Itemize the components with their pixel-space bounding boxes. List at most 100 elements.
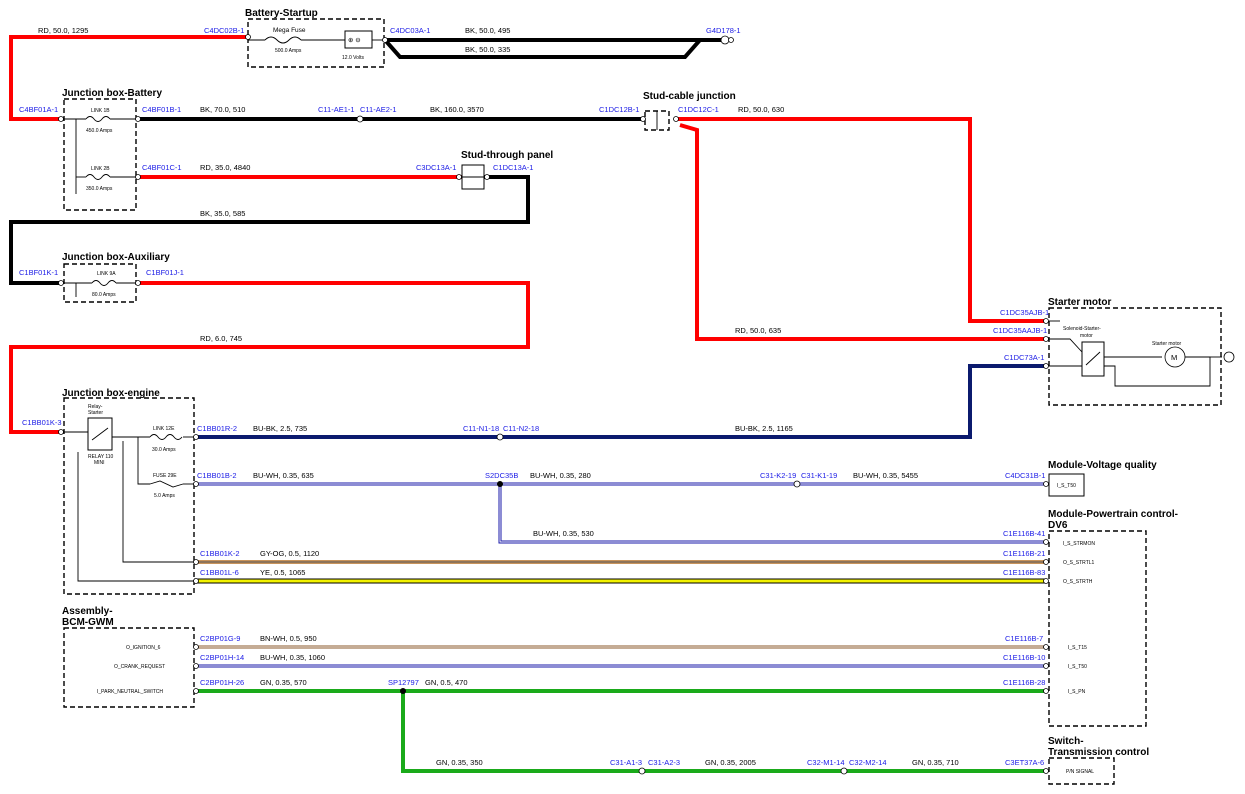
svg-text:C2BP01H-26: C2BP01H-26 [200, 678, 244, 687]
assembly-bcm-gwm[interactable]: Assembly- BCM-GWM O_IGNITION_6 O_CRANK_R… [62, 606, 195, 708]
link-1b-icon [85, 116, 111, 122]
wire-bu-wh-group [194, 482, 1046, 668]
svg-text:C1DC13A-1: C1DC13A-1 [493, 163, 533, 172]
svg-text:BK, 70.0, 510: BK, 70.0, 510 [200, 105, 245, 114]
battery-icon [344, 30, 373, 49]
svg-text:30.0 Amps: 30.0 Amps [152, 447, 176, 453]
svg-text:C11-AE1-1: C11-AE1-1 [318, 105, 355, 114]
svg-text:Assembly-: Assembly- [62, 606, 113, 617]
battery-startup[interactable]: Battery-Startup Mega Fuse 500.0 Amps ⊕ ⊖… [245, 8, 385, 68]
svg-text:Junction box-Battery: Junction box-Battery [62, 88, 162, 99]
wire-labels: RD, 50.0, 1295 BK, 50.0, 495 BK, 50.0, 3… [38, 26, 959, 767]
svg-text:G4D178-1: G4D178-1 [706, 26, 741, 35]
svg-text:BU-WH, 0.35, 530: BU-WH, 0.35, 530 [533, 529, 594, 538]
starter-motor[interactable]: Starter motor Solenoid-Starter- motor M … [1048, 297, 1235, 406]
svg-text:BU-WH, 0.35, 635: BU-WH, 0.35, 635 [253, 471, 314, 480]
svg-text:C4BF01A-1: C4BF01A-1 [19, 105, 58, 114]
svg-text:C32-M2-14: C32-M2-14 [849, 758, 887, 767]
svg-text:C1DC35AAJB-1: C1DC35AAJB-1 [993, 326, 1047, 335]
svg-text:C31-A2-3: C31-A2-3 [648, 758, 680, 767]
link-9a-icon [91, 280, 117, 286]
svg-text:GN, 0.5, 470: GN, 0.5, 470 [425, 678, 468, 687]
svg-text:C1E116B-10: C1E116B-10 [1003, 653, 1045, 662]
svg-text:C4BF01B-1: C4BF01B-1 [142, 105, 181, 114]
svg-text:450.0 Amps: 450.0 Amps [86, 128, 113, 134]
wire-bu-bk [194, 364, 1046, 439]
svg-text:Module-Voltage quality: Module-Voltage quality [1048, 460, 1157, 471]
wire-rd-745 [9, 281, 530, 434]
svg-text:C3DC13A-1: C3DC13A-1 [416, 163, 456, 172]
svg-text:BK, 50.0, 495: BK, 50.0, 495 [465, 26, 510, 35]
junction-box-auxiliary[interactable]: Junction box-Auxiliary LINK 9A 80.0 Amps [62, 252, 170, 303]
svg-text:BU-BK, 2.5, 1165: BU-BK, 2.5, 1165 [735, 424, 793, 433]
svg-text:C1E116B-41: C1E116B-41 [1003, 529, 1045, 538]
svg-text:LINK 2B: LINK 2B [91, 166, 110, 172]
svg-text:BK, 50.0, 335: BK, 50.0, 335 [465, 45, 510, 54]
svg-text:C2BP01H-14: C2BP01H-14 [200, 653, 244, 662]
svg-text:C2BP01G-9: C2BP01G-9 [200, 634, 240, 643]
pins [58, 34, 1049, 775]
svg-text:Starter motor: Starter motor [1152, 341, 1182, 347]
junction-box-engine[interactable]: Junction box-engine Relay- Starter RELAY… [62, 388, 195, 595]
svg-text:C4DC31B-1: C4DC31B-1 [1005, 471, 1045, 480]
svg-text:GN, 0.35, 570: GN, 0.35, 570 [260, 678, 307, 687]
svg-text:C1BB01B-2: C1BB01B-2 [197, 471, 237, 480]
jb-engine-internals [64, 431, 194, 582]
svg-text:C1DC35AJB-1: C1DC35AJB-1 [1000, 308, 1049, 317]
svg-text:C11-N2-18: C11-N2-18 [503, 424, 539, 433]
svg-text:GN, 0.35, 710: GN, 0.35, 710 [912, 758, 959, 767]
svg-text:C4DC03A-1: C4DC03A-1 [390, 26, 430, 35]
svg-text:RD, 35.0, 4840: RD, 35.0, 4840 [200, 163, 250, 172]
svg-text:RELAY 110: RELAY 110 [88, 454, 114, 460]
link-2b-icon [85, 174, 111, 180]
svg-text:Junction box-Auxiliary: Junction box-Auxiliary [62, 252, 170, 263]
module-voltage-quality[interactable]: Module-Voltage quality I_S_T50 [1048, 460, 1157, 497]
svg-text:BK, 35.0, 585: BK, 35.0, 585 [200, 209, 245, 218]
wire-gn-group [194, 689, 1046, 773]
svg-text:GY-OG, 0.5, 1120: GY-OG, 0.5, 1120 [260, 549, 319, 558]
svg-text:Starter motor: Starter motor [1048, 297, 1111, 308]
wire-rd-635 [679, 123, 1046, 341]
svg-text:LINK 1B: LINK 1B [91, 108, 110, 114]
svg-text:DV6: DV6 [1048, 520, 1068, 531]
svg-text:BU-WH, 0.35, 280: BU-WH, 0.35, 280 [530, 471, 591, 480]
svg-text:C1BB01R-2: C1BB01R-2 [197, 424, 237, 433]
svg-text:BN-WH, 0.5, 950: BN-WH, 0.5, 950 [260, 634, 317, 643]
svg-text:I_PARK_NEUTRAL_SWITCH: I_PARK_NEUTRAL_SWITCH [97, 689, 163, 695]
switch-transmission-control[interactable]: Switch- Transmission control P/N SIGNAL [1048, 736, 1149, 785]
svg-text:5.0 Amps: 5.0 Amps [154, 493, 175, 499]
mega-fuse-icon [264, 36, 302, 44]
svg-text:C1DC12C-1: C1DC12C-1 [678, 105, 719, 114]
svg-text:motor: motor [1080, 333, 1093, 339]
svg-text:C1DC73A-1: C1DC73A-1 [1004, 353, 1044, 362]
svg-text:BCM-GWM: BCM-GWM [62, 617, 114, 628]
svg-text:C1BF01K-1: C1BF01K-1 [19, 268, 58, 277]
svg-text:Switch-: Switch- [1048, 736, 1084, 747]
svg-text:C4BF01C-1: C4BF01C-1 [142, 163, 182, 172]
svg-text:C1E116B-21: C1E116B-21 [1003, 549, 1045, 558]
svg-text:C1BF01J-1: C1BF01J-1 [146, 268, 184, 277]
svg-text:500.0 Amps: 500.0 Amps [275, 48, 302, 54]
svg-text:Starter: Starter [88, 410, 103, 416]
svg-text:GN, 0.35, 2005: GN, 0.35, 2005 [705, 758, 756, 767]
svg-text:SP12797: SP12797 [388, 678, 419, 687]
stud-through-panel[interactable]: Stud-through panel [461, 150, 553, 190]
svg-text:C31-A1-3: C31-A1-3 [610, 758, 642, 767]
svg-text:RD, 6.0, 745: RD, 6.0, 745 [200, 334, 242, 343]
svg-text:I_S_STRMON: I_S_STRMON [1063, 541, 1095, 547]
svg-text:GN, 0.35, 350: GN, 0.35, 350 [436, 758, 483, 767]
svg-text:C1BB01K-2: C1BB01K-2 [200, 549, 240, 558]
svg-text:C1DC12B-1: C1DC12B-1 [599, 105, 639, 114]
svg-text:I_S_T50: I_S_T50 [1068, 664, 1087, 670]
svg-text:YE, 0.5, 1065: YE, 0.5, 1065 [260, 568, 305, 577]
junction-box-battery[interactable]: Junction box-Battery LINK 1B 450.0 Amps … [62, 88, 162, 211]
svg-text:C32-M1-14: C32-M1-14 [807, 758, 845, 767]
module-powertrain-control[interactable]: Module-Powertrain control- DV6 I_S_STRMO… [1048, 509, 1178, 727]
svg-text:FUSE 29E: FUSE 29E [153, 473, 177, 479]
fuse-29e-icon [149, 480, 184, 488]
svg-text:Stud-through panel: Stud-through panel [461, 150, 553, 161]
svg-text:C11-AE2-1: C11-AE2-1 [360, 105, 397, 114]
connector-labels: C4DC02B-1 C4DC03A-1 G4D178-1 C4BF01A-1 C… [19, 26, 1049, 767]
svg-text:S2DC35B: S2DC35B [485, 471, 518, 480]
